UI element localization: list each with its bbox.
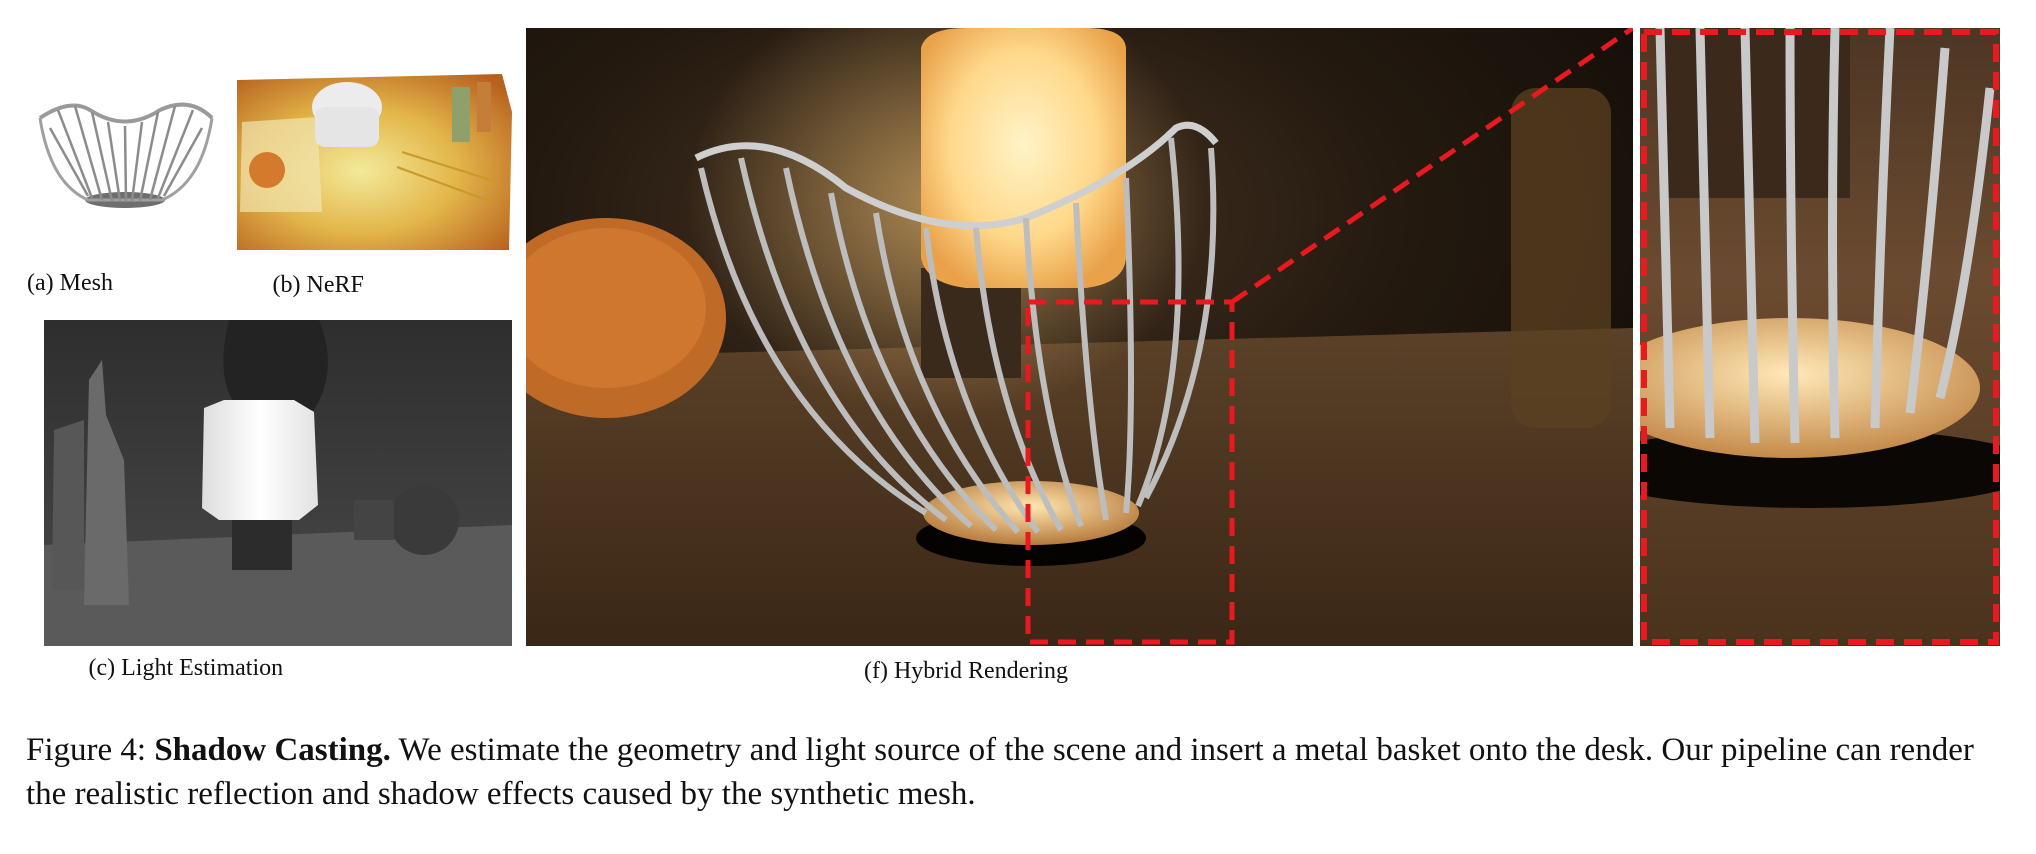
nerf-image: [237, 72, 512, 250]
mesh-image: [30, 88, 220, 228]
caption-mesh: (a) Mesh: [27, 270, 113, 296]
zoom-inset-image: [1640, 28, 2000, 646]
light-estimation-image: [44, 320, 512, 646]
caption-light-estimation: (c) Light Estimation: [88, 655, 284, 681]
figure-body: We estimate the geometry and light sourc…: [26, 732, 1974, 812]
hybrid-rendering-image: [526, 28, 1633, 646]
caption-hybrid-rendering: (f) Hybrid Rendering: [864, 658, 1068, 684]
figure-caption: Figure 4: Shadow Casting. We estimate th…: [26, 728, 2016, 816]
figure-label: Figure 4:: [26, 732, 155, 768]
caption-nerf: (b) NeRF: [272, 272, 364, 298]
figure-title: Shadow Casting.: [154, 732, 391, 768]
